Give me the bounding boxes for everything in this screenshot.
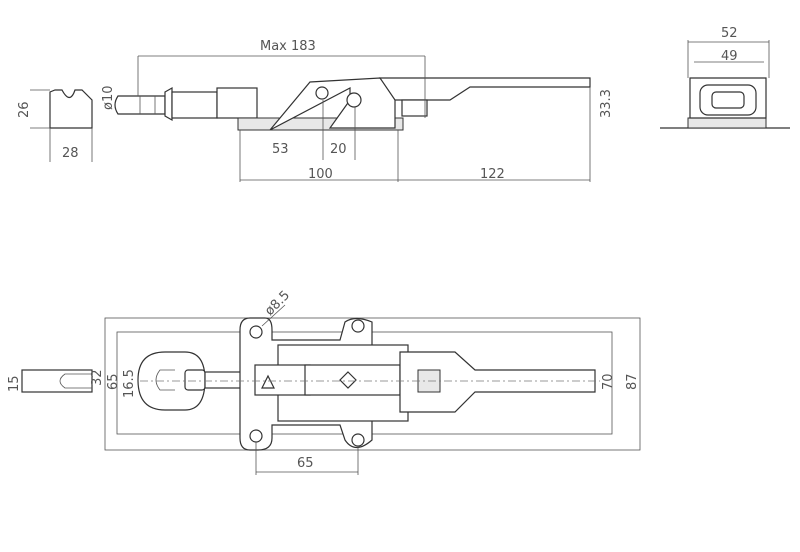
dim-hook-gap: 32: [90, 369, 105, 386]
dim-max-length: Max 183: [260, 39, 316, 54]
logo-diamond-icon: [339, 371, 357, 389]
pivot-icon: [315, 86, 329, 100]
dim-handle-length: 122: [480, 167, 505, 182]
dim-hole-diameter: ø8.5: [262, 288, 293, 319]
rod-sleeve: [171, 91, 218, 119]
dim-eye-width: 65: [106, 373, 121, 390]
end-view: 52 49: [660, 26, 790, 129]
pivot-icon: [346, 92, 362, 108]
mounting-hole-icon: [249, 429, 263, 443]
mounting-hole-icon: [351, 319, 365, 333]
dim-hole-spacing-x: 65: [297, 456, 314, 471]
top-view: 15 32 65 16.5 ø8.5 65 70 87: [7, 288, 641, 475]
dim-inner-width: 49: [721, 49, 738, 64]
dim-rod-diameter: ø10: [101, 86, 116, 111]
mounting-hole-icon: [249, 325, 263, 339]
dim-hook-width: 28: [62, 146, 79, 161]
latch-roller: [401, 99, 428, 117]
hook-top: [21, 369, 93, 393]
dim-53: 53: [272, 142, 289, 157]
dim-20: 20: [330, 142, 347, 157]
handle: [378, 77, 591, 101]
warning-icon: [261, 374, 275, 389]
dim-overall-width: 87: [625, 373, 640, 390]
dim-height: 33.3: [599, 89, 614, 118]
dim-eye-inner: 16.5: [122, 369, 137, 398]
dim-outer-width: 52: [721, 26, 738, 41]
mounting-hole-icon: [351, 433, 365, 447]
nut: [164, 86, 173, 122]
dim-hook-height: 26: [17, 101, 32, 118]
dim-base-length: 100: [308, 167, 333, 182]
hook-profile: [49, 89, 93, 129]
clamp-body: [269, 77, 396, 131]
handle-top: [399, 351, 596, 413]
dim-hook-top-height: 15: [7, 375, 22, 392]
label-area: [254, 364, 311, 396]
eye-loop: [137, 351, 206, 411]
dim-hole-spacing-y: 70: [601, 373, 616, 390]
side-view: Max 183 ø10 26 28 53 20 100 122 33.3: [17, 39, 614, 182]
